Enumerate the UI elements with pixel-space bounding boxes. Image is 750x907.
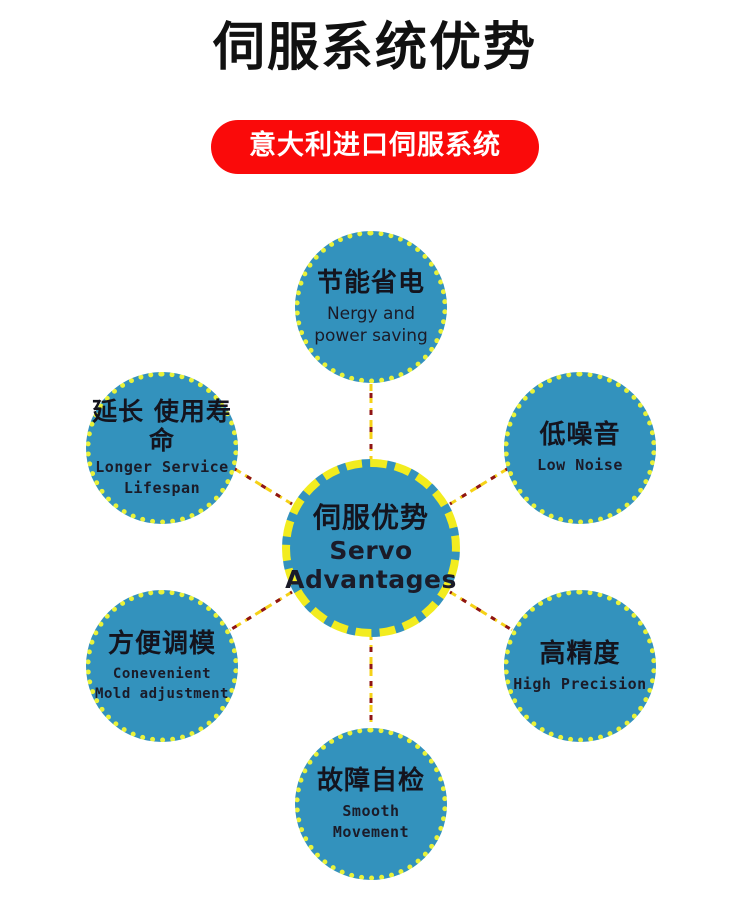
connector-center-precision-base xyxy=(449,590,513,632)
node-fault[interactable]: 故障自检 Smooth Movement xyxy=(295,728,447,880)
subtitle-badge: 意大利进口伺服系统 xyxy=(211,120,539,174)
node-mold-cn: 方便调模 xyxy=(107,628,216,659)
connector-center-mold-base xyxy=(229,590,293,632)
node-precision-en: High Precision xyxy=(513,674,647,693)
node-center-cn: 伺服优势 xyxy=(312,501,429,534)
page-title: 伺服系统优势 xyxy=(212,18,537,78)
connector-center-noise-base xyxy=(449,464,513,506)
node-mold[interactable]: 方便调模 Conevenient Mold adjustment xyxy=(86,590,238,742)
node-precision-cn: 高精度 xyxy=(539,638,621,669)
connector-center-mold-accent xyxy=(229,590,293,632)
node-fault-cn: 故障自检 xyxy=(316,765,425,796)
node-fault-en: Smooth Movement xyxy=(332,801,410,841)
node-lifespan-cn: 延长 使用寿命 xyxy=(92,397,232,455)
node-precision[interactable]: 高精度 High Precision xyxy=(504,590,656,742)
node-lifespan-en: Longer Service Lifespan xyxy=(95,458,229,497)
node-mold-en: Conevenient Mold adjustment xyxy=(95,665,229,702)
node-center-en: Servo Advantages xyxy=(285,536,457,594)
node-noise-en: Low Noise xyxy=(537,456,623,474)
node-energy-en: Nergy and power saving xyxy=(314,303,428,346)
connector-center-lifespan-base xyxy=(229,464,293,506)
node-energy-cn: 节能省电 xyxy=(316,267,425,298)
node-lifespan[interactable]: 延长 使用寿命 Longer Service Lifespan xyxy=(86,372,238,524)
connector-center-noise-accent xyxy=(449,464,513,506)
node-noise-cn: 低噪音 xyxy=(539,420,621,450)
node-center-servo-advantages[interactable]: 伺服优势 Servo Advantages xyxy=(282,459,460,637)
connector-center-lifespan-accent xyxy=(229,464,293,506)
node-noise[interactable]: 低噪音 Low Noise xyxy=(504,372,656,524)
connector-center-precision-accent xyxy=(449,590,513,632)
node-energy[interactable]: 节能省电 Nergy and power saving xyxy=(295,231,447,383)
